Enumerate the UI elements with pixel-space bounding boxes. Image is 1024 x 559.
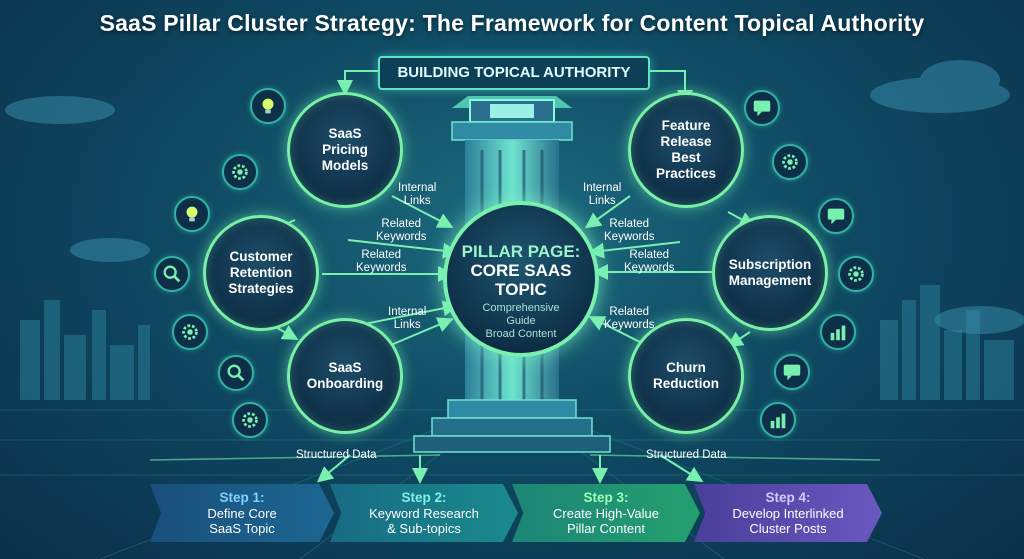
lightbulb-icon bbox=[174, 196, 210, 232]
gear-icon bbox=[172, 314, 208, 350]
gear-icon bbox=[838, 256, 874, 292]
connector-arrows bbox=[268, 70, 756, 484]
city-skyline-right bbox=[880, 285, 1014, 400]
label-structured-data: Structured Data bbox=[646, 449, 727, 461]
pillar-page-heading: PILLAR PAGE: bbox=[461, 242, 581, 261]
chat-icon bbox=[774, 354, 810, 390]
label-related-keywords: Related Keywords bbox=[356, 249, 407, 274]
gear-icon bbox=[772, 144, 808, 180]
cluster-node-retention: Customer Retention Strategies bbox=[203, 215, 319, 331]
cluster-node-pricing: SaaS Pricing Models bbox=[287, 92, 403, 208]
lightbulb-icon bbox=[250, 88, 286, 124]
cluster-node-feature-release: Feature Release Best Practices bbox=[628, 92, 744, 208]
chat-icon bbox=[744, 90, 780, 126]
label-related-keywords: Related Keywords bbox=[604, 218, 655, 243]
city-skyline-left bbox=[20, 300, 150, 400]
cluster-node-churn: Churn Reduction bbox=[628, 318, 744, 434]
label-internal-links: Internal Links bbox=[583, 182, 622, 207]
gear-icon bbox=[222, 154, 258, 190]
clouds bbox=[5, 60, 1024, 334]
cluster-node-subscription: Subscription Management bbox=[712, 215, 828, 331]
label-related-keywords: Related Keywords bbox=[376, 218, 427, 243]
pillar-page-description: Comprehensive Guide Broad Content bbox=[482, 302, 560, 340]
step-3: Step 3:Create High-Value Pillar Content bbox=[512, 484, 700, 542]
label-internal-links: Internal Links bbox=[398, 182, 437, 207]
pillar-page-topic: CORE SAAS TOPIC bbox=[470, 261, 572, 299]
step-4: Step 4:Develop Interlinked Cluster Posts bbox=[694, 484, 882, 542]
magnifier-icon bbox=[154, 256, 190, 292]
gear-icon bbox=[232, 402, 268, 438]
banner-building-topical-authority: BUILDING TOPICAL AUTHORITY bbox=[378, 56, 650, 90]
label-related-keywords: Related Keywords bbox=[604, 306, 655, 331]
chat-icon bbox=[818, 198, 854, 234]
bar-chart-icon bbox=[760, 402, 796, 438]
label-related-keywords: Related Keywords bbox=[624, 249, 675, 274]
step-2: Step 2:Keyword Research & Sub-topics bbox=[330, 484, 518, 542]
pillar-page-node: PILLAR PAGE: CORE SAAS TOPIC Comprehensi… bbox=[443, 201, 599, 357]
magnifier-icon bbox=[218, 355, 254, 391]
bar-chart-icon bbox=[820, 314, 856, 350]
cluster-node-onboarding: SaaS Onboarding bbox=[287, 318, 403, 434]
label-internal-links: Internal Links bbox=[388, 306, 427, 331]
step-1: Step 1:Define Core SaaS Topic bbox=[150, 484, 334, 542]
page-title: SaaS Pillar Cluster Strategy: The Framew… bbox=[99, 10, 925, 36]
label-structured-data: Structured Data bbox=[296, 449, 377, 461]
